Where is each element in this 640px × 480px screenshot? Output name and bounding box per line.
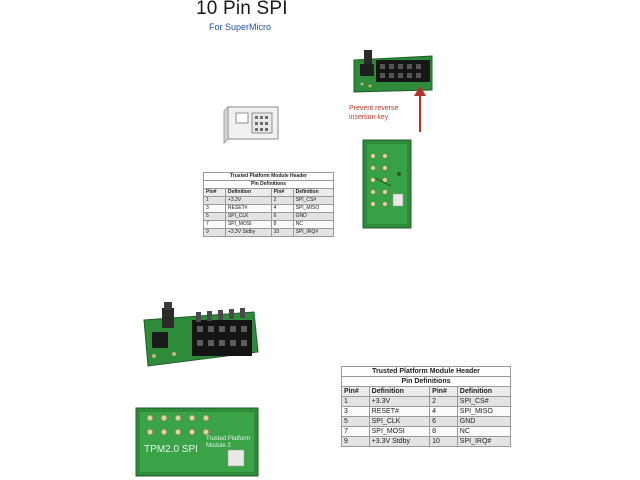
table-cell: +3.3V <box>368 396 431 407</box>
header-footprint-diagram <box>223 106 279 144</box>
column-header: Pin# <box>429 386 458 397</box>
table-cell: 2 <box>429 396 458 407</box>
table-cell: 10 <box>429 436 458 447</box>
board-label-tpm: TPM2.0 SPI <box>144 444 198 455</box>
table-cell: GND <box>292 212 335 221</box>
table-cell: 6 <box>429 416 458 427</box>
table-cell: SPI_CLK <box>224 212 272 221</box>
table-cell: 7 <box>341 426 370 437</box>
table-caption-title: Trusted Platform Module Header <box>341 366 511 377</box>
table-cell: RESET# <box>224 204 272 213</box>
table-cell: SPI_MISO <box>292 204 335 213</box>
table-row: 7 SPI_MOSI 8 NC <box>203 220 335 229</box>
column-header: Definition <box>368 386 431 397</box>
table-cell: 9 <box>203 228 226 237</box>
column-header: Definition <box>456 386 512 397</box>
table-cell: SPI_MOSI <box>368 426 431 437</box>
table-cell: 8 <box>429 426 458 437</box>
page-title: 10 Pin SPI <box>196 0 288 19</box>
table-cell: +3.3V <box>224 196 272 205</box>
table-row: 1 +3.3V 2 SPI_CS# <box>203 196 335 205</box>
column-header: Pin# <box>270 188 294 197</box>
table-cell: RESET# <box>368 406 431 417</box>
table-row: 3 RESET# 4 SPI_MISO <box>203 204 335 213</box>
table-cell: 4 <box>270 204 294 213</box>
board-label-module: Module 2 <box>206 443 231 449</box>
board-label-trusted: Trusted Platform <box>206 436 250 442</box>
pin-definitions-table-small: Trusted Platform Module Header Pin Defin… <box>203 172 335 237</box>
table-cell: GND <box>456 416 512 427</box>
table-cell: SPI_IRQ# <box>292 228 335 237</box>
tpm-module-photo-large-back: TPM2.0 SPI Trusted Platform Module 2 <box>135 407 259 477</box>
table-row: 9 +3.3V Stdby 10 SPI_IRQ# <box>341 436 512 447</box>
table-row: 3 RESET# 4 SPI_MISO <box>341 406 512 417</box>
table-cell: SPI_IRQ# <box>456 436 512 447</box>
table-cell: 1 <box>203 196 226 205</box>
table-caption-title: Trusted Platform Module Header <box>203 172 334 181</box>
insertion-key-arrow-icon <box>414 86 426 132</box>
table-row: 5 SPI_CLK 6 GND <box>341 416 512 427</box>
pin-definitions-table-large: Trusted Platform Module Header Pin Defin… <box>341 366 512 447</box>
column-header: Definition <box>224 188 272 197</box>
table-caption-subtitle: Pin Definitions <box>203 180 334 189</box>
table-cell: 7 <box>203 220 226 229</box>
table-cell: 2 <box>270 196 294 205</box>
table-cell: +3.3V Stdby <box>368 436 431 447</box>
table-cell: 6 <box>270 212 294 221</box>
table-cell: 1 <box>341 396 370 407</box>
tpm-module-photo-back <box>362 139 412 229</box>
table-cell: 5 <box>203 212 226 221</box>
table-cell: 4 <box>429 406 458 417</box>
table-caption-subtitle: Pin Definitions <box>341 376 511 387</box>
table-cell: SPI_MOSI <box>224 220 272 229</box>
table-cell: 8 <box>270 220 294 229</box>
table-cell: 10 <box>270 228 294 237</box>
table-cell: 9 <box>341 436 370 447</box>
column-header: Pin# <box>341 386 370 397</box>
table-row: 9 +3.3V Stdby 10 SPI_IRQ# <box>203 228 335 237</box>
table-cell: +3.3V Stdby <box>224 228 272 237</box>
table-cell: SPI_MISO <box>456 406 512 417</box>
table-cell: NC <box>456 426 512 437</box>
page-subtitle: For SuperMicro <box>209 22 272 32</box>
table-cell: 3 <box>341 406 370 417</box>
column-header: Definition <box>292 188 335 197</box>
table-cell: 5 <box>341 416 370 427</box>
table-cell: SPI_CS# <box>292 196 335 205</box>
table-cell: 3 <box>203 204 226 213</box>
table-cell: SPI_CLK <box>368 416 431 427</box>
table-row: 7 SPI_MOSI 8 NC <box>341 426 512 437</box>
table-row: 1 +3.3V 2 SPI_CS# <box>341 396 512 407</box>
column-header: Pin# <box>203 188 226 197</box>
annotation-line-1: Prevent reverse <box>349 105 399 112</box>
table-cell: SPI_CS# <box>456 396 512 407</box>
insertion-key-annotation: Prevent reverse insertion key <box>349 104 398 122</box>
table-cell: NC <box>292 220 335 229</box>
tpm-module-photo-large-top <box>143 302 259 367</box>
tpm-module-photo-top <box>353 50 433 93</box>
table-row: 5 SPI_CLK 6 GND <box>203 212 335 221</box>
annotation-line-2: insertion key <box>349 114 389 121</box>
